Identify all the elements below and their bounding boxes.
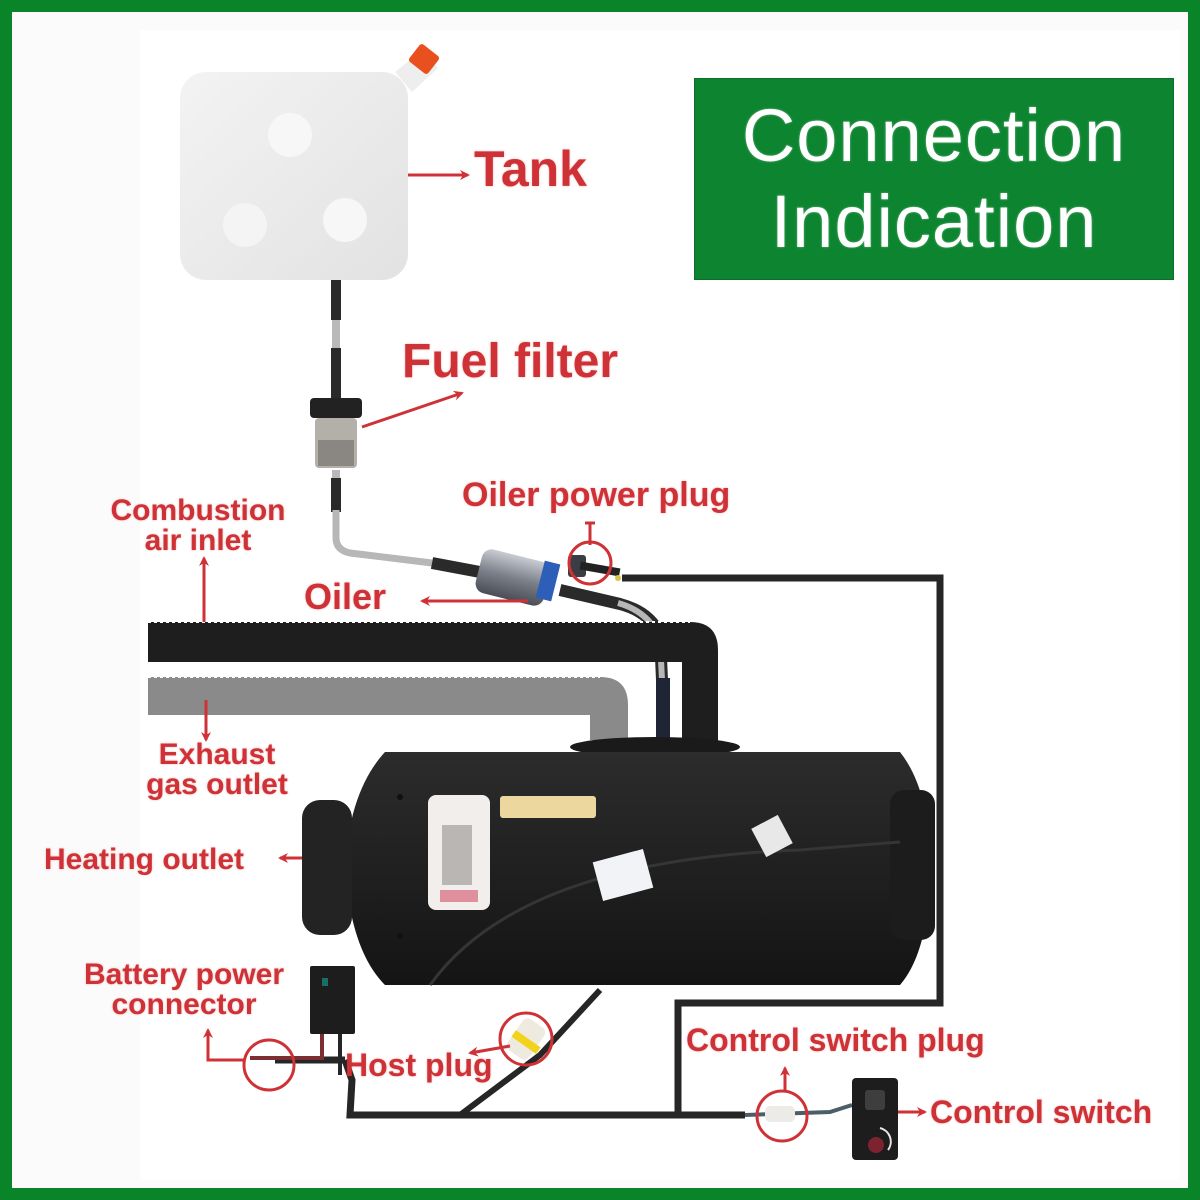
battery-connector [250, 966, 355, 1075]
label-combustion-line1: Combustion [110, 494, 286, 527]
host-plug [506, 1018, 546, 1060]
label-control-switch-plug: Control switch plug [686, 1022, 985, 1058]
title-banner: Connection Indication [694, 78, 1174, 280]
label-oiler: Oiler [304, 576, 387, 617]
label-battery-line2: connector [111, 988, 257, 1021]
label-battery-power-connector: Battery power connector [64, 960, 304, 1020]
label-oiler-power-plug: Oiler power plug [462, 476, 731, 514]
label-battery-line1: Battery power [83, 958, 285, 991]
label-fuel-filter: Fuel filter [402, 335, 619, 388]
fuel-tank [180, 44, 440, 280]
exhaust-gas-hose [148, 676, 628, 740]
battery-connector-arrow-icon [203, 1028, 245, 1062]
blurred-label [500, 796, 596, 818]
label-tank: Tank [474, 141, 587, 197]
control-switch-plug-circle-icon [755, 1089, 809, 1143]
fuel-line [331, 280, 670, 740]
oiler-pump [475, 549, 621, 606]
title-line-1: Connection [741, 94, 1127, 177]
control-switch-plug [744, 1103, 853, 1122]
label-combustion-line2: air inlet [144, 524, 252, 557]
oiler-power-plug-circle-icon [567, 540, 613, 586]
title-line-2: Indication [770, 180, 1098, 263]
label-exhaust-line2: gas outlet [146, 768, 288, 801]
host-plug-circle-icon [498, 1011, 554, 1067]
label-exhaust-gas-outlet: Exhaust gas outlet [132, 740, 302, 800]
sticker [592, 848, 654, 902]
fuel-filter [310, 398, 362, 468]
fuel-filter-arrow-icon [361, 390, 464, 429]
annotation-arrows [199, 170, 927, 1143]
control-switch-device [852, 1078, 898, 1160]
diesel-heater [302, 737, 935, 986]
combustion-air-hose [148, 621, 718, 745]
label-heating-outlet: Heating outlet [44, 843, 244, 876]
label-exhaust-line1: Exhaust [158, 738, 276, 771]
label-host-plug: Host plug [345, 1047, 493, 1083]
label-control-switch: Control switch [930, 1094, 1153, 1130]
battery-connector-circle-icon [242, 1038, 296, 1092]
wiring-harness [275, 574, 944, 1119]
label-combustion-air-inlet: Combustion air inlet [96, 496, 300, 556]
host-plug-arrow-icon [468, 1044, 511, 1057]
